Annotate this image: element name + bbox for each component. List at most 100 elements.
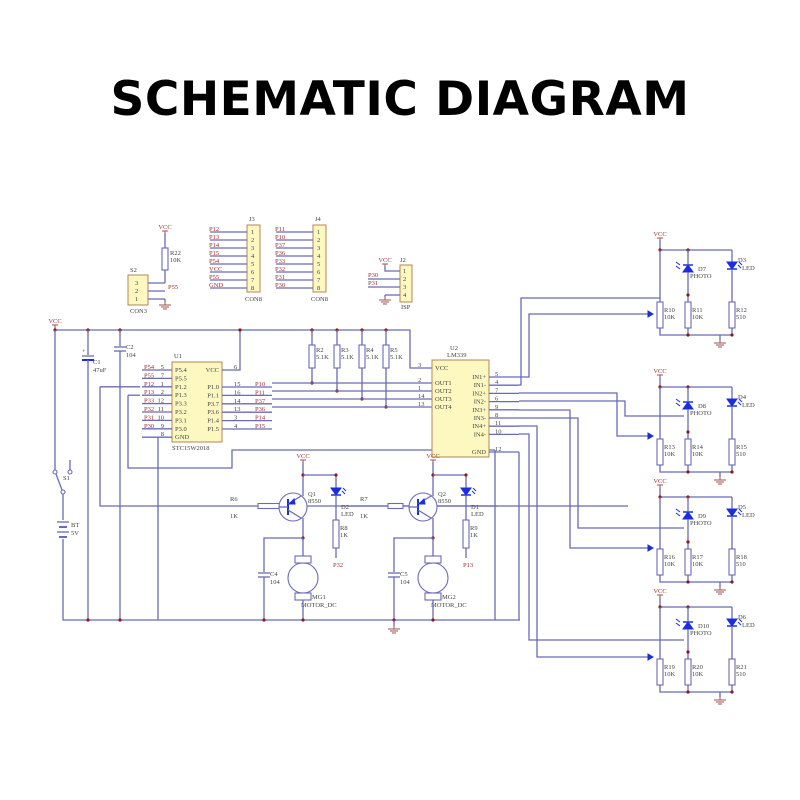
- light-ray: [737, 621, 742, 626]
- ground-icon: [379, 297, 391, 305]
- junction-dot: [464, 473, 468, 477]
- resistor-body: [358, 344, 366, 369]
- driver-led-res-ref: R9: [470, 525, 478, 532]
- light-ray: [738, 618, 743, 623]
- junction-dot: [238, 328, 242, 332]
- driver-led-res-value: 1K: [470, 532, 478, 539]
- photodiode-triangle: [682, 621, 694, 630]
- transistor-part: 8550: [438, 498, 451, 505]
- led-res-value: 510: [736, 451, 746, 458]
- driver-ground: [388, 620, 400, 634]
- wire: [659, 575, 732, 583]
- cap-ref: C5: [400, 571, 408, 578]
- vcc-label: VCC: [653, 368, 666, 375]
- junction-dot: [686, 293, 690, 297]
- wire: [519, 409, 652, 549]
- led-type: LED: [742, 622, 755, 629]
- photo-res-value: 10K: [692, 451, 704, 458]
- r22-ref: R22: [170, 250, 181, 257]
- junction-dot: [686, 650, 690, 654]
- j3-body: [246, 224, 261, 293]
- light-ray: [738, 508, 743, 513]
- led-res-value: 510: [736, 561, 746, 568]
- connector-net: P13: [209, 234, 219, 241]
- photo-res-value: 10K: [692, 671, 704, 678]
- resistor-body: [684, 438, 692, 466]
- pot-ref: R10: [664, 307, 675, 314]
- resistor-body: [332, 519, 340, 549]
- s2-pin-num: 1: [135, 296, 138, 303]
- motor-terminal: [424, 592, 442, 601]
- photodiode-ref: D10: [698, 623, 709, 630]
- u2-pin-name: OUT1: [435, 380, 452, 387]
- u1-pin-net: P14: [255, 415, 266, 422]
- led-triangle: [726, 398, 738, 407]
- connector-pin-num: 2: [317, 237, 320, 244]
- junction-dot: [262, 618, 266, 622]
- connector-net: P54: [209, 258, 220, 265]
- c1-plus: +: [82, 348, 86, 355]
- vcc-label: VCC: [653, 478, 666, 485]
- u1-pin-net: P13: [144, 389, 154, 396]
- junction-dot: [118, 618, 122, 622]
- ground-icon: [388, 626, 400, 634]
- c1-ref: C1: [93, 359, 101, 366]
- light-ray: [675, 622, 681, 627]
- u2-pin-name: VCC: [435, 365, 448, 372]
- led-ref: D3: [738, 257, 746, 264]
- comparator-input-routing: [519, 297, 684, 661]
- resistor-body: [656, 438, 664, 466]
- led-type: LED: [742, 402, 755, 409]
- u1-pin-num: 3: [234, 415, 237, 422]
- motor-terminal: [294, 592, 312, 601]
- connector-net: P10: [275, 234, 285, 241]
- u2-pin-name: IN4-: [474, 431, 486, 438]
- ground-icon: [714, 477, 726, 485]
- light-ray: [472, 487, 477, 492]
- u2-pin-name: OUT2: [435, 388, 452, 395]
- resistor-body: [728, 658, 736, 686]
- connector-net: P36: [275, 250, 286, 257]
- pot-value: 10K: [664, 314, 676, 321]
- resistor-body: [684, 548, 692, 576]
- u2-pin-num: 6: [495, 396, 499, 403]
- pot-ref: R16: [664, 554, 676, 561]
- motor-driver-2: R71KQ28550VCCD1LEDR91KP13C5104MG2MOTOR_D…: [350, 453, 628, 622]
- led-res-ref: R18: [736, 554, 747, 561]
- junction-dot: [686, 430, 690, 434]
- wiper-arrow-icon: [647, 653, 654, 661]
- u2-pin-name: IN3-: [474, 415, 486, 422]
- u1-pin-name: P3.3: [175, 401, 187, 408]
- wire: [263, 537, 303, 572]
- u1-pin-num: 9: [161, 423, 164, 430]
- led-res-ref: R15: [736, 444, 747, 451]
- resistor-body: [656, 548, 664, 576]
- photo-res-ref: R20: [692, 664, 703, 671]
- wire: [303, 474, 337, 488]
- vcc-label: VCC: [653, 588, 666, 595]
- u2-ref: U2: [450, 345, 458, 352]
- resistor-body: [462, 519, 470, 549]
- u2-pin-name: IN1+: [472, 374, 486, 381]
- switch-lever: [55, 473, 63, 491]
- pullup-ref: R3: [341, 347, 349, 354]
- photodiode-ref: D7: [698, 266, 707, 273]
- junction-dot: [686, 540, 690, 544]
- resistor-body: [333, 344, 341, 369]
- led-ref: D4: [738, 394, 747, 401]
- u1-pin-num: 11: [158, 406, 164, 413]
- connector-pin-num: 5: [251, 261, 254, 268]
- led-ref: D5: [738, 504, 746, 511]
- wire: [127, 395, 495, 469]
- connector-pin-num: 8: [251, 285, 254, 292]
- cap-ref: C4: [270, 571, 278, 578]
- wiper-arrow-icon: [647, 310, 654, 318]
- wire: [99, 386, 225, 507]
- connector-name: CON8: [311, 296, 328, 303]
- u2-pin-num: 12: [495, 446, 502, 453]
- wire: [659, 377, 732, 388]
